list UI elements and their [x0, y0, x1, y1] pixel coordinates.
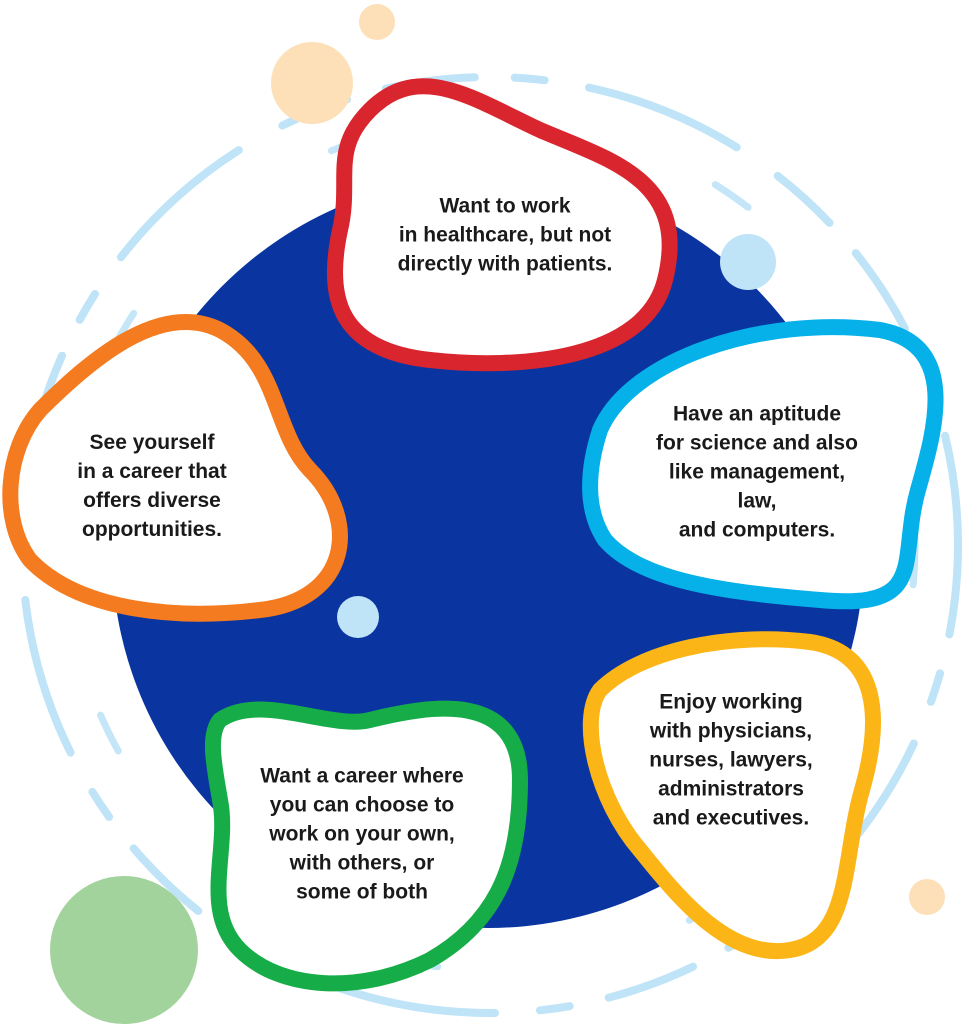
green-blob [204, 700, 529, 992]
peach-dot-small [359, 4, 395, 40]
red-bubble-text: Want to work in healthcare, but not dire… [397, 194, 613, 276]
light-blue-dot [720, 234, 776, 290]
yellow-blob [582, 631, 881, 960]
orange-blob [2, 313, 348, 622]
orange-bubble-text: See yourself in a career that offers div… [77, 431, 227, 541]
peach-dot-large [271, 42, 353, 124]
peach-dot-bottom [909, 879, 945, 915]
green-dot [50, 876, 198, 1024]
cyan-bubble-text: Have an aptitude for science and also li… [656, 402, 858, 542]
red-blob [326, 78, 678, 372]
light-blue-dot-small [337, 596, 379, 638]
yellow-bubble-text: Enjoy working with physicians, nurses, l… [649, 690, 813, 830]
green-bubble-text: Want a career where you can choose to wo… [260, 764, 464, 904]
cyan-blob [582, 319, 944, 610]
